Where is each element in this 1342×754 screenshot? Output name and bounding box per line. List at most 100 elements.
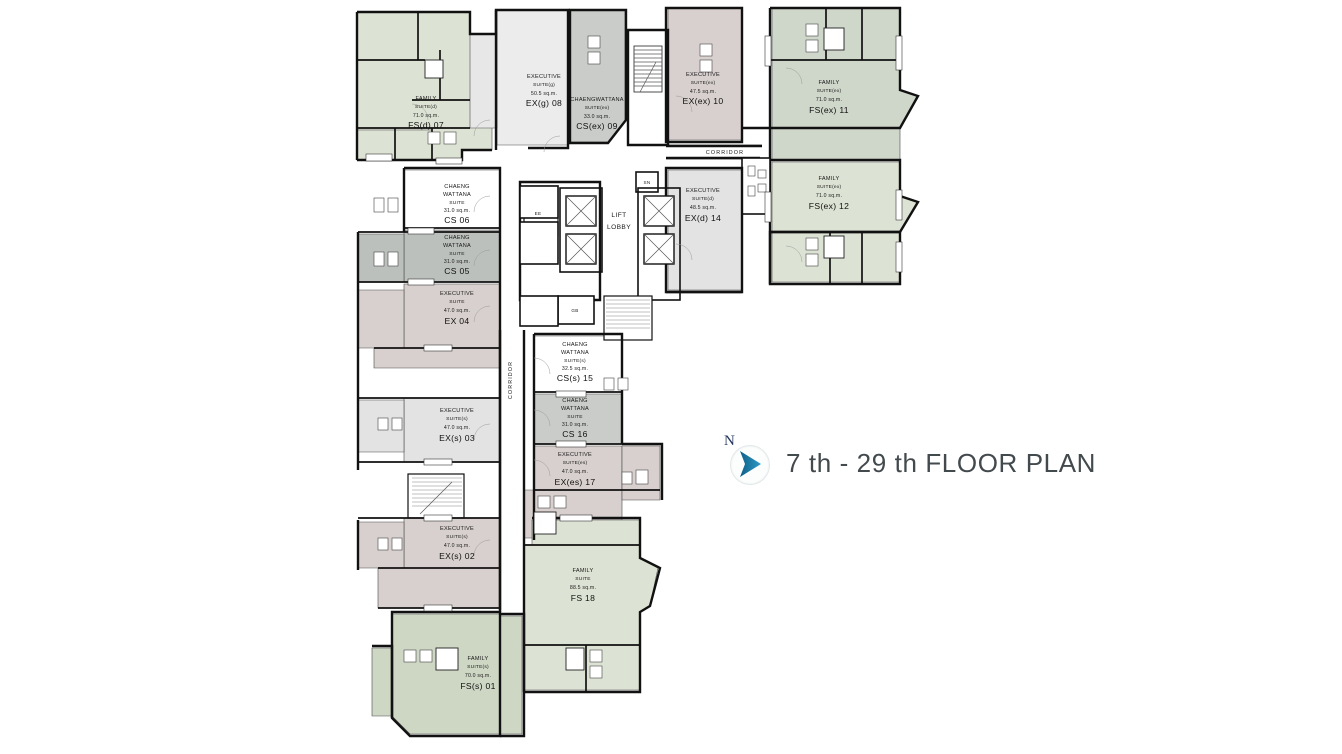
- unit-label-fss01: FAMILY SUITE(s) 70.0 sq.m. FS(s) 01: [460, 656, 495, 691]
- svg-text:33.0 sq.m.: 33.0 sq.m.: [584, 114, 610, 120]
- svg-text:CS(s) 15: CS(s) 15: [557, 373, 593, 383]
- svg-text:SUITE: SUITE: [449, 200, 465, 206]
- svg-text:EXECUTIVE: EXECUTIVE: [558, 452, 592, 458]
- unit-label-exs03: EXECUTIVE SUITE(s) 47.0 sq.m. EX(s) 03: [439, 408, 475, 443]
- svg-text:88.5 sq.m.: 88.5 sq.m.: [570, 585, 596, 591]
- unit-label-exg08: EXECUTIVE SUITE(g) 50.5 sq.m. EX(g) 08: [526, 74, 562, 108]
- svg-text:FS(d) 07: FS(d) 07: [408, 120, 444, 130]
- svg-text:47.5 sq.m.: 47.5 sq.m.: [690, 89, 716, 95]
- svg-text:CHAENG: CHAENG: [444, 184, 469, 190]
- unit-shape-fsex11-b: [771, 127, 901, 161]
- wall-structure: [355, 6, 920, 738]
- svg-text:50.5 sq.m.: 50.5 sq.m.: [531, 91, 557, 97]
- unit-label-cs06: CHAENG WATTANA SUITE 31.0 sq.m. CS 06: [443, 184, 471, 225]
- svg-text:SUITE: SUITE: [575, 576, 591, 582]
- core-room-labels: LIFT LOBBY EE SN GB: [535, 180, 651, 313]
- svg-text:71.0 sq.m.: 71.0 sq.m.: [816, 193, 842, 199]
- stair-top: [633, 45, 663, 93]
- svg-text:SUITE(s): SUITE(s): [467, 664, 489, 670]
- svg-text:FS(s) 01: FS(s) 01: [460, 681, 495, 691]
- fixtures-lower-right: [533, 377, 649, 679]
- unit-label-cs05: CHAENG WATTANA SUITE 31.0 sq.m. CS 05: [443, 235, 471, 276]
- svg-text:EX(es) 17: EX(es) 17: [555, 477, 596, 487]
- svg-text:SUITE(ex): SUITE(ex): [691, 80, 716, 86]
- svg-text:48.5 sq.m.: 48.5 sq.m.: [690, 205, 716, 211]
- svg-text:SUITE: SUITE: [567, 414, 583, 420]
- svg-text:FAMILY: FAMILY: [819, 80, 840, 86]
- svg-text:EX(s) 02: EX(s) 02: [439, 551, 475, 561]
- svg-text:70.0 sq.m.: 70.0 sq.m.: [465, 673, 491, 679]
- svg-text:EXECUTIVE: EXECUTIVE: [686, 188, 720, 194]
- north-label: N: [724, 433, 735, 449]
- lift-car-1: [565, 195, 597, 227]
- svg-text:FS 18: FS 18: [571, 593, 595, 603]
- svg-text:FAMILY: FAMILY: [416, 96, 437, 102]
- svg-text:SUITE(ex): SUITE(ex): [817, 88, 842, 94]
- compass-arrow-glyph: [740, 451, 761, 477]
- svg-text:FAMILY: FAMILY: [573, 568, 594, 574]
- svg-text:SUITE(d): SUITE(d): [415, 104, 437, 110]
- unit-label-exex10: EXECUTIVE SUITE(ex) 47.5 sq.m. EX(ex) 10: [683, 72, 724, 106]
- unit-label-fsex12: FAMILY SUITE(ex) 71.0 sq.m. FS(ex) 12: [809, 176, 849, 211]
- svg-text:47.0 sq.m.: 47.0 sq.m.: [444, 543, 470, 549]
- unit-label-fsd07: FAMILY SUITE(d) 71.0 sq.m. FS(d) 07: [408, 96, 444, 130]
- svg-text:WATTANA: WATTANA: [561, 350, 589, 356]
- corridor-labels: CORRIDOR CORRIDOR: [508, 150, 744, 399]
- unit-shape-fss01-c: [499, 615, 523, 735]
- svg-text:FS(ex) 11: FS(ex) 11: [809, 105, 849, 115]
- stair-core: [603, 295, 653, 341]
- lift-car-2: [565, 233, 597, 265]
- svg-text:WATTANA: WATTANA: [561, 406, 589, 412]
- unit-labels: FAMILY SUITE(d) 71.0 sq.m. FS(d) 07 EXEC…: [408, 72, 849, 691]
- unit-label-ex04: EXECUTIVE SUITE 47.0 sq.m. EX 04: [440, 291, 474, 326]
- svg-text:GB: GB: [571, 308, 578, 313]
- svg-text:71.0 sq.m.: 71.0 sq.m.: [816, 97, 842, 103]
- svg-text:EX(ex) 10: EX(ex) 10: [683, 96, 724, 106]
- svg-text:31.0 sq.m.: 31.0 sq.m.: [444, 208, 470, 214]
- svg-text:47.0 sq.m.: 47.0 sq.m.: [444, 425, 470, 431]
- svg-text:FAMILY: FAMILY: [819, 176, 840, 182]
- svg-text:EXECUTIVE: EXECUTIVE: [440, 526, 474, 532]
- svg-text:32.5 sq.m.: 32.5 sq.m.: [562, 366, 588, 372]
- svg-text:WATTANA: WATTANA: [443, 243, 471, 249]
- svg-text:SUITE(s): SUITE(s): [446, 416, 468, 422]
- unit-label-fsex11: FAMILY SUITE(ex) 71.0 sq.m. FS(ex) 11: [809, 80, 849, 115]
- svg-text:CS 06: CS 06: [444, 215, 469, 225]
- unit-label-cs16: CHAENG WATTANA SUITE 31.0 sq.m. CS 16: [561, 398, 589, 439]
- unit-label-exes17: EXECUTIVE SUITE(es) 47.0 sq.m. EX(es) 17: [555, 452, 596, 487]
- svg-text:71.0 sq.m.: 71.0 sq.m.: [413, 113, 439, 119]
- svg-text:31.0 sq.m.: 31.0 sq.m.: [444, 259, 470, 265]
- unit-shape-exs02-c: [377, 567, 501, 609]
- svg-text:CS 16: CS 16: [562, 429, 587, 439]
- title-block: N 7 th - 29 th FLOOR PLAN: [724, 433, 1096, 486]
- svg-text:EX(g) 08: EX(g) 08: [526, 98, 562, 108]
- svg-text:31.0 sq.m.: 31.0 sq.m.: [562, 422, 588, 428]
- unit-label-exs02: EXECUTIVE SUITE(s) 47.0 sq.m. EX(s) 02: [439, 526, 475, 561]
- svg-text:CHAENG: CHAENG: [562, 398, 587, 404]
- svg-text:LIFT: LIFT: [611, 212, 626, 219]
- svg-text:CS 05: CS 05: [444, 266, 469, 276]
- door-swings: [411, 67, 803, 557]
- svg-text:EXECUTIVE: EXECUTIVE: [440, 291, 474, 297]
- svg-text:CHAENG: CHAENG: [444, 235, 469, 241]
- svg-text:LOBBY: LOBBY: [607, 224, 631, 231]
- unit-shape-ex04-b: [357, 289, 405, 349]
- svg-text:FAMILY: FAMILY: [468, 656, 489, 662]
- lift-car-3: [643, 195, 675, 227]
- lift-car-4: [643, 233, 675, 265]
- svg-text:SUITE(es): SUITE(es): [563, 460, 588, 466]
- svg-text:CHAENG: CHAENG: [562, 342, 587, 348]
- svg-text:SUITE(s): SUITE(s): [564, 358, 586, 364]
- svg-text:CHAENGWATTANA: CHAENGWATTANA: [570, 97, 624, 103]
- corridor-label-vertical: CORRIDOR: [508, 361, 514, 399]
- svg-text:SUITE(ex): SUITE(ex): [585, 105, 610, 111]
- corridor-label-horizontal: CORRIDOR: [706, 150, 744, 156]
- svg-text:EXECUTIVE: EXECUTIVE: [686, 72, 720, 78]
- svg-text:WATTANA: WATTANA: [443, 192, 471, 198]
- svg-text:47.0 sq.m.: 47.0 sq.m.: [444, 308, 470, 314]
- svg-text:EX(d) 14: EX(d) 14: [685, 213, 721, 223]
- unit-label-exd14: EXECUTIVE SUITE(d) 48.5 sq.m. EX(d) 14: [685, 188, 721, 223]
- svg-text:EXECUTIVE: EXECUTIVE: [440, 408, 474, 414]
- stair-left: [407, 473, 465, 519]
